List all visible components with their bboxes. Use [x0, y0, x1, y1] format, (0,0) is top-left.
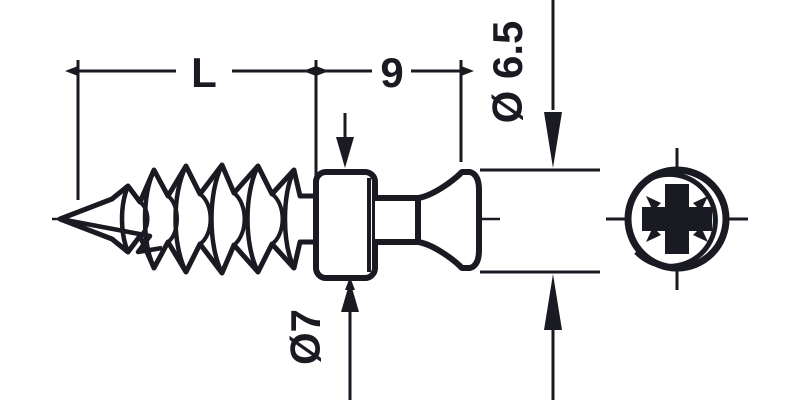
head-end-view	[606, 148, 748, 290]
thread-outline	[57, 162, 319, 276]
dimension-head-length-9	[303, 60, 474, 176]
thread-flank-2	[142, 169, 157, 269]
thread-flank-6	[282, 169, 297, 269]
dimension-label-head-length: 9	[380, 49, 403, 96]
thread-helix-2	[166, 194, 179, 244]
dimension-label-length: L	[191, 49, 217, 96]
dimension-length-L	[65, 60, 329, 200]
thread-flank-5	[245, 164, 261, 274]
arrowhead-o65-up	[544, 274, 562, 330]
thread-helix-5	[270, 192, 285, 246]
countersunk-head	[415, 169, 482, 271]
screw-side-view	[57, 162, 482, 281]
pozidriv-spur-bl	[646, 227, 661, 242]
tip-detail	[59, 216, 163, 255]
arrowhead-o7-up	[341, 281, 359, 312]
pozidriv-spur-br	[693, 227, 708, 242]
thread-helix-4	[232, 191, 247, 247]
head-inner-arc	[634, 171, 718, 269]
thread-flank-1	[119, 185, 131, 253]
thread-helix-3	[198, 192, 213, 246]
dimension-label-head-diameter: Ø 6.5	[484, 21, 531, 124]
arrowhead-o65-down	[544, 112, 562, 168]
shank	[375, 195, 421, 245]
leader-collar-top	[336, 113, 354, 168]
pozidriv-spur-tl	[646, 196, 661, 211]
dimension-label-collar-diameter: Ø7	[282, 309, 329, 365]
pozidriv-spur-tr	[693, 196, 708, 211]
pozidriv-cross	[642, 184, 712, 254]
arrowhead-collar-top-down	[336, 137, 354, 168]
collar	[313, 169, 378, 281]
dimension-head-diameter-o65	[480, 0, 600, 400]
